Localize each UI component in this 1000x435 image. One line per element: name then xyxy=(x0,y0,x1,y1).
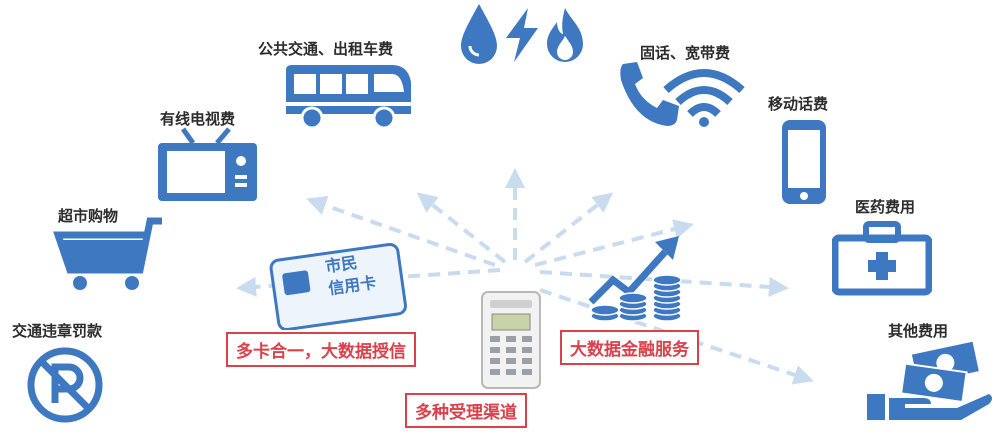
phone-icon xyxy=(620,62,679,126)
pos-terminal-icon xyxy=(481,291,541,389)
label-supermarket: 超市购物 xyxy=(58,207,119,225)
water-drop-icon xyxy=(461,4,497,64)
gas-flame-icon xyxy=(547,8,583,62)
box-channels: 多种受理渠道 xyxy=(405,393,527,428)
box-multi-card: 多卡合一，大数据授信 xyxy=(226,332,416,367)
wifi-icon xyxy=(663,69,745,127)
mobile-phone-icon xyxy=(782,120,826,204)
medical-kit-icon xyxy=(832,221,932,296)
no-parking-icon xyxy=(27,347,103,423)
label-cable-tv: 有线电视费 xyxy=(160,110,236,128)
label-transport: 公共交通、出租车费 xyxy=(258,40,394,58)
bus-icon xyxy=(286,65,411,130)
credit-card-icon xyxy=(269,242,407,330)
money-hand-icon xyxy=(867,342,992,420)
label-mobile: 移动话费 xyxy=(768,95,829,113)
electricity-icon xyxy=(506,8,538,62)
label-landline-broadband: 固话、宽带费 xyxy=(640,44,731,62)
label-medical: 医药费用 xyxy=(855,198,916,216)
label-other: 其他费用 xyxy=(888,322,949,340)
growth-chart-icon xyxy=(588,236,682,322)
shopping-cart-icon xyxy=(53,217,162,290)
tv-icon xyxy=(158,127,257,201)
label-traffic-fine: 交通违章罚款 xyxy=(12,322,103,340)
box-finance: 大数据金融服务 xyxy=(560,330,699,365)
